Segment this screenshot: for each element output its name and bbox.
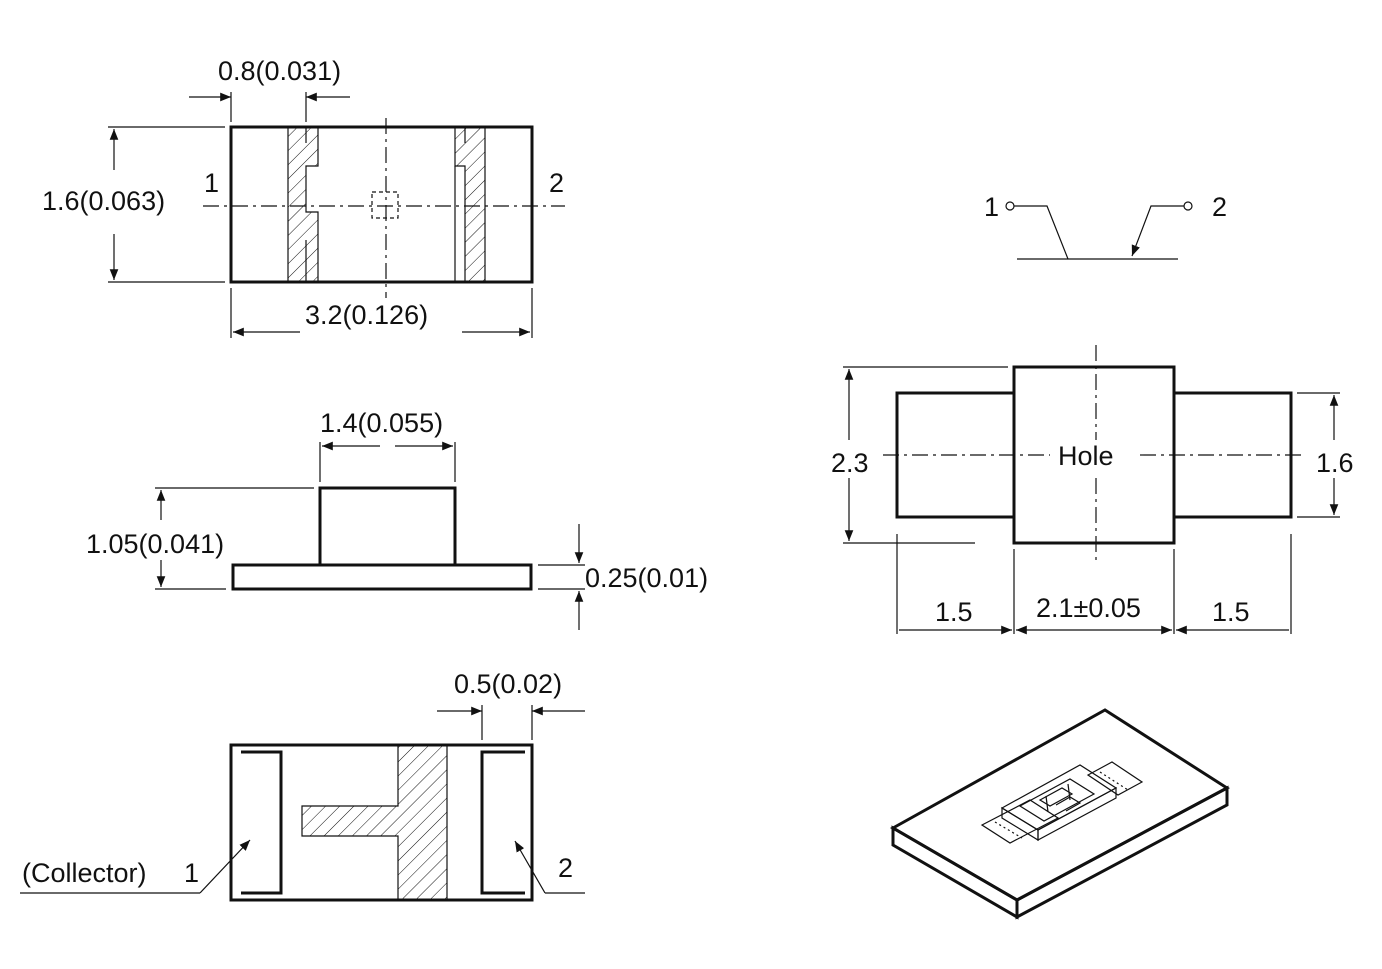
pin-2-label: 2 <box>549 168 564 198</box>
left-electrode <box>287 126 319 283</box>
bottom-view: 0.5(0.02) (Collector) 1 2 <box>20 669 585 902</box>
pad-width-dimension: 0.8(0.031) <box>218 56 341 86</box>
height-dimension: 1.6(0.063) <box>42 186 165 216</box>
total-height-dimension: 1.05(0.041) <box>86 529 224 559</box>
bottom-view-body <box>229 743 534 902</box>
collector-pad <box>301 744 448 901</box>
symbol-pin-2-label: 2 <box>1212 192 1227 222</box>
phototransistor-symbol: 1 2 <box>984 192 1227 260</box>
center-dimension: 2.1±0.05 <box>1036 593 1141 623</box>
bottom-pin-1-label: 1 <box>184 858 199 888</box>
pin-1-label: 1 <box>204 168 219 198</box>
left-terminal <box>241 750 283 895</box>
body-width-dimension: 1.4(0.055) <box>320 408 443 438</box>
side-view-base <box>231 563 533 591</box>
pcb-footprint: Hole 2.3 1.6 1.5 2.1±0.05 1.5 <box>831 345 1354 635</box>
pad-height-dimension: 1.6 <box>1316 448 1354 478</box>
left-pad-dimension: 1.5 <box>935 597 973 627</box>
hole-label: Hole <box>1058 441 1114 471</box>
top-view: 0.8(0.031) 1.6(0.063) 3.2(0.126) 1 2 <box>42 56 565 338</box>
terminal-width-dimension: 0.5(0.02) <box>454 669 562 699</box>
base-height-dimension: 0.25(0.01) <box>585 563 708 593</box>
collector-label: (Collector) <box>22 858 147 888</box>
top-view-body <box>229 125 534 284</box>
side-view: 1.4(0.055) 1.05(0.041) 0.25(0.01) <box>86 408 708 630</box>
outer-height-dimension: 2.3 <box>831 448 869 478</box>
right-terminal <box>480 750 525 895</box>
right-electrode <box>454 126 486 283</box>
isometric-view <box>889 708 1230 920</box>
length-dimension: 3.2(0.126) <box>305 300 428 330</box>
right-pad-dimension: 1.5 <box>1212 597 1250 627</box>
bottom-pin-2-label: 2 <box>558 853 573 883</box>
side-view-body <box>318 486 457 567</box>
symbol-pin-1-label: 1 <box>984 192 999 222</box>
chip-outline <box>371 191 399 219</box>
